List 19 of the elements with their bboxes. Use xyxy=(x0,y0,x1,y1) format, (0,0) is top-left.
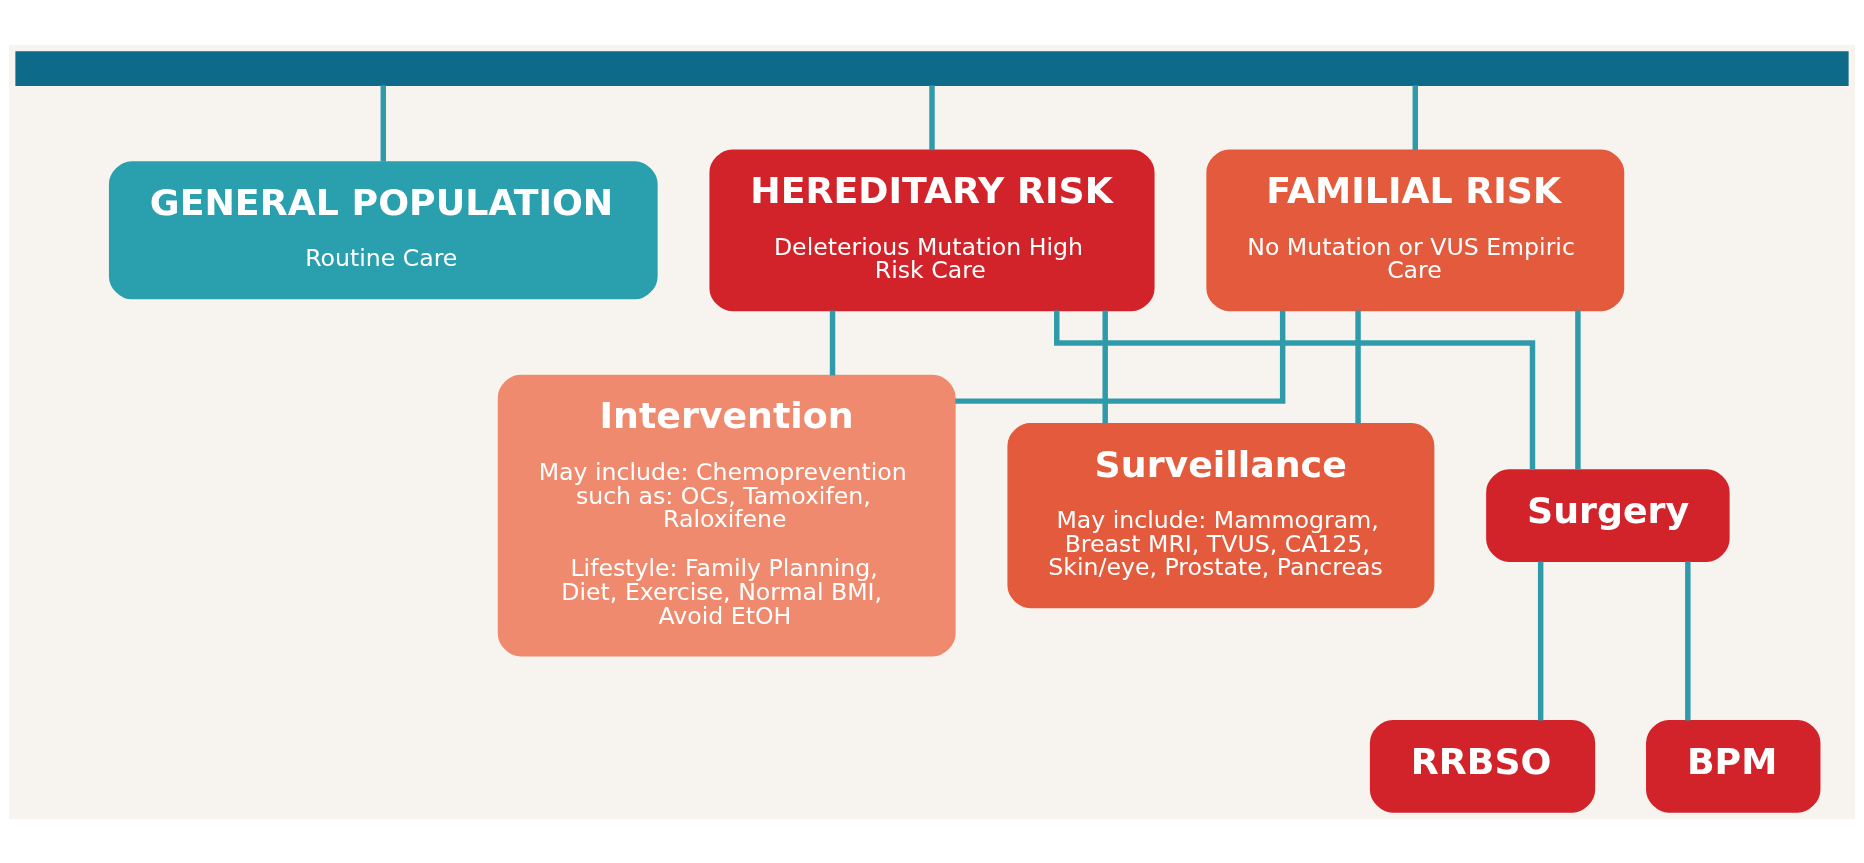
connector xyxy=(1412,84,1419,150)
connector xyxy=(1355,310,1361,423)
connector xyxy=(1102,310,1108,423)
connector xyxy=(1685,561,1691,721)
node-box: Surveillance May include: Mammogram, Breast MRI, TVUS, CA125, Skin/eye, Prostate, Pancreas xyxy=(1007,422,1435,608)
node-box: RRBSO xyxy=(1369,719,1596,813)
node-box: HEREDITARY RISK Deleterious Mutation High Risk Care xyxy=(709,148,1155,311)
node-bar xyxy=(15,50,1849,86)
connector xyxy=(380,84,387,161)
node-box: GENERAL POPULATION Routine Care xyxy=(108,160,658,299)
connector xyxy=(955,310,1286,404)
node-box: FAMILIAL RISK No Mutation or VUS Empiric Care xyxy=(1206,148,1625,311)
connector xyxy=(929,84,935,150)
connector xyxy=(1575,310,1581,470)
connector xyxy=(1537,561,1544,721)
connector xyxy=(829,310,836,375)
node-box: Surgery xyxy=(1486,468,1730,562)
node-box: BPM xyxy=(1646,719,1821,813)
node-box: Intervention May include: Chemoprevention such as: OCs, Tamoxifen, Raloxifene Lifestyle: Family Planning, Diet, Exercise, Normal BMI, Avoid EtOH xyxy=(497,374,956,656)
